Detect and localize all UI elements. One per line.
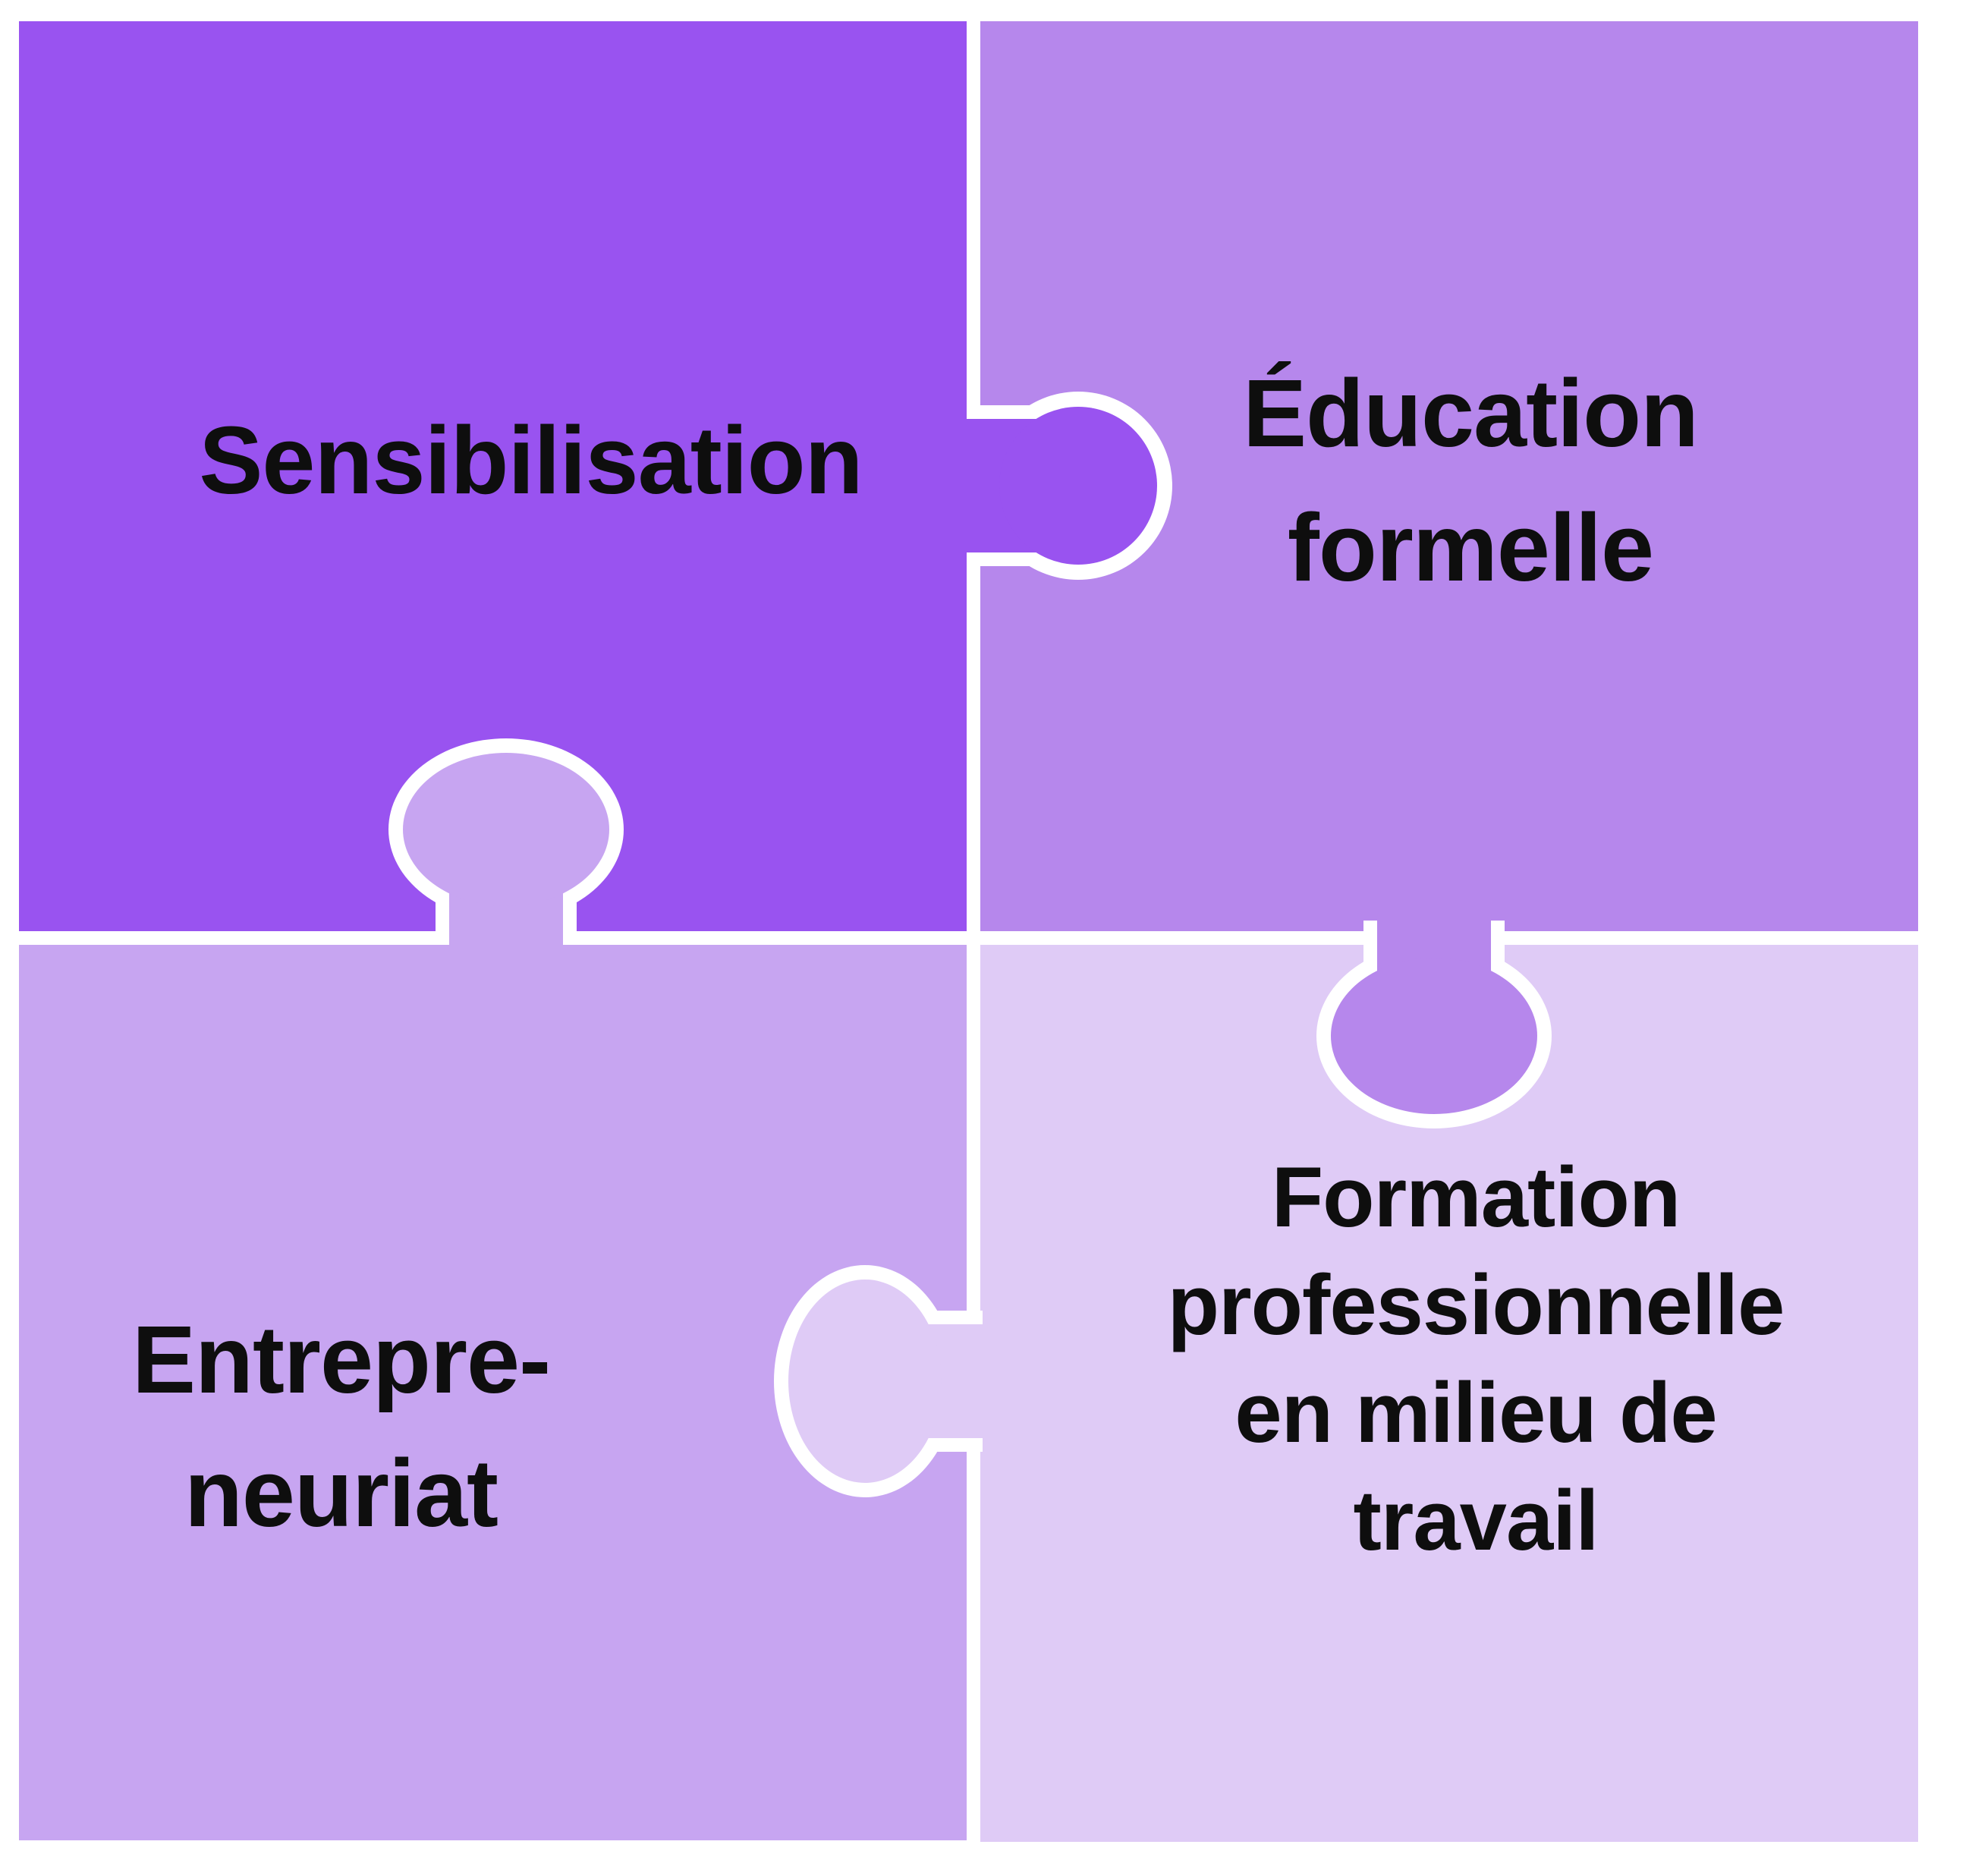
connector-knob: [788, 1280, 942, 1483]
connector-knob: [999, 407, 1157, 565]
connector-top-left-to-top-right: [956, 392, 1172, 580]
connector-knob: [1331, 958, 1537, 1114]
connector-bottom-left-to-top-left: [388, 738, 624, 960]
connector-bottom-right-to-bottom-left: [774, 1265, 994, 1497]
connector-knob: [403, 753, 609, 906]
connector-top-right-to-bottom-right: [1316, 907, 1552, 1128]
